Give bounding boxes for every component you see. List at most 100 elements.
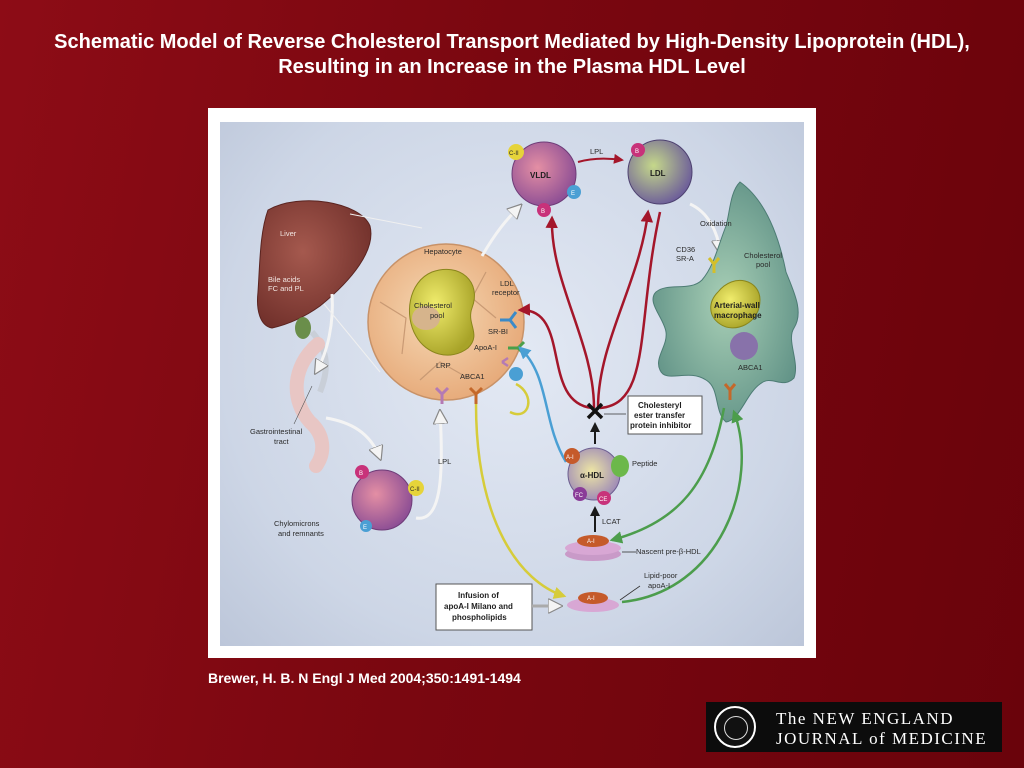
label-cetp-2: ester transfer bbox=[634, 411, 685, 420]
figure-frame: Liver Bile acids FC and PL Hepatocyte Ch… bbox=[208, 108, 816, 658]
label-chylo-1: Chylomicrons bbox=[274, 519, 320, 528]
arrow-red-to-vldl bbox=[545, 215, 596, 409]
diagram-svg: Liver Bile acids FC and PL Hepatocyte Ch… bbox=[250, 139, 799, 631]
vldl-apob-icon bbox=[537, 203, 551, 217]
label-hepatocyte: Hepatocyte bbox=[424, 247, 462, 256]
label-lcat: LCAT bbox=[602, 517, 621, 526]
journal-seal-icon bbox=[714, 706, 756, 748]
label-hep-pool-2: pool bbox=[430, 311, 445, 320]
journal-logo: The NEW ENGLAND JOURNAL of MEDICINE bbox=[706, 702, 1002, 752]
infusion-box bbox=[435, 583, 533, 631]
hdl-ai-icon bbox=[564, 448, 580, 464]
label-infusion-1: Infusion of bbox=[458, 591, 499, 600]
chylo-apoe-icon bbox=[360, 520, 372, 532]
journal-logo-text: The NEW ENGLAND JOURNAL of MEDICINE bbox=[776, 709, 987, 749]
label-abca1-hep: ABCA1 bbox=[460, 372, 485, 381]
label-ldl: LDL bbox=[650, 169, 666, 178]
hdl-peptide-icon bbox=[611, 455, 629, 477]
vldl-apocii-icon bbox=[508, 144, 524, 160]
label-ldl-receptor-2: receptor bbox=[492, 288, 520, 297]
title-line-1: Schematic Model of Reverse Cholesterol T… bbox=[54, 31, 970, 53]
lipidpoor-leader bbox=[619, 585, 641, 601]
chylo-apoe-label: E bbox=[363, 525, 367, 531]
label-bile-2: FC and PL bbox=[268, 284, 304, 293]
label-vldl: VLDL bbox=[530, 171, 551, 180]
chylo-apob-label: B bbox=[359, 471, 363, 477]
hdl-ce-icon bbox=[597, 491, 611, 505]
hdl-fc-icon bbox=[573, 487, 587, 501]
apoai-receptor-icon bbox=[501, 356, 509, 368]
label-gi-1: Gastrointestinal bbox=[250, 427, 302, 436]
label-srbi: SR-BI bbox=[488, 327, 508, 336]
label-infusion-2: apoA-I Milano and bbox=[444, 602, 513, 611]
arrow-chylo-to-lrp bbox=[415, 412, 441, 520]
ldl-apob-icon bbox=[631, 143, 645, 157]
label-macrophage-1: Arterial-wall bbox=[714, 301, 760, 310]
cetp-block-x-icon bbox=[586, 402, 604, 420]
vldl-apoe-icon bbox=[567, 185, 581, 199]
gi-tract bbox=[289, 337, 330, 473]
lipidpoor-disc bbox=[567, 598, 619, 612]
ldl-receptor-icon bbox=[500, 311, 518, 329]
chylomicron-particle bbox=[351, 469, 413, 531]
arrow-yellow-to-lipidpoor bbox=[474, 403, 567, 599]
arrow-bile-to-gi bbox=[316, 293, 334, 372]
liver-shape bbox=[257, 200, 372, 329]
label-lpl-left: LPL bbox=[438, 457, 451, 466]
cd36-receptor-icon bbox=[707, 257, 721, 273]
arrow-hep-to-vldl bbox=[480, 206, 520, 257]
gi-leader bbox=[293, 385, 313, 425]
label-peptide: Peptide bbox=[632, 459, 657, 468]
ldl-apob-label: B bbox=[635, 149, 639, 155]
arrow-gi-to-chylo bbox=[325, 416, 380, 458]
label-gi-2: tract bbox=[274, 437, 290, 446]
macrophage-nucleus bbox=[730, 332, 758, 360]
label-nascent: Nascent pre-β-HDL bbox=[636, 547, 701, 556]
citation: Brewer, H. B. N Engl J Med 2004;350:1491… bbox=[208, 670, 521, 686]
label-lipidpoor-2: apoA-I bbox=[648, 581, 670, 590]
arrow-green-to-hdl bbox=[609, 407, 726, 544]
arrow-green-to-abca1 bbox=[621, 409, 744, 604]
arrow-yellow-loop bbox=[509, 382, 530, 416]
label-cetp-1: Cholesteryl bbox=[638, 401, 682, 410]
chylo-apob-icon bbox=[355, 465, 369, 479]
label-infusion-3: phospholipids bbox=[452, 613, 507, 622]
title-line-2: Resulting in an Increase in the Plasma H… bbox=[278, 56, 746, 78]
logo-line-1: The NEW ENGLAND bbox=[776, 709, 954, 728]
hepatocyte-nucleus bbox=[412, 306, 440, 330]
abca1-hepatocyte-icon bbox=[468, 386, 484, 404]
hdl-fc-label: FC bbox=[575, 493, 584, 499]
label-macrophage-2: macrophage bbox=[714, 311, 762, 320]
slide-title: Schematic Model of Reverse Cholesterol T… bbox=[0, 30, 1024, 80]
diagram-panel: Liver Bile acids FC and PL Hepatocyte Ch… bbox=[220, 122, 804, 646]
hepatocyte-cholesterol-pool bbox=[409, 268, 475, 356]
arrow-red-to-ldl-2 bbox=[599, 211, 662, 410]
lipidpoor-ai-label: A-I bbox=[587, 596, 595, 602]
label-oxidation: Oxidation bbox=[700, 219, 732, 228]
logo-line-2: JOURNAL of MEDICINE bbox=[776, 729, 988, 748]
vldl-apoe-label: E bbox=[571, 191, 575, 197]
label-hep-pool-1: Cholesterol bbox=[414, 301, 452, 310]
ldl-particle bbox=[627, 139, 693, 205]
label-lrp: LRP bbox=[436, 361, 451, 370]
nascent-hdl-ai-icon bbox=[577, 535, 609, 547]
chylo-apocii-icon bbox=[408, 480, 424, 496]
chylo-apocii-label: C-II bbox=[410, 487, 420, 493]
label-liver: Liver bbox=[280, 229, 297, 238]
vldl-apocii-label: C-II bbox=[509, 151, 519, 157]
zoom-line-top bbox=[349, 213, 423, 229]
arrow-vldl-to-ldl bbox=[577, 153, 624, 164]
label-bile-1: Bile acids bbox=[268, 275, 300, 284]
lrp-receptor-icon bbox=[434, 386, 450, 404]
abca1-macrophage-icon bbox=[723, 383, 737, 400]
label-lipidpoor-1: Lipid-poor bbox=[644, 571, 678, 580]
label-mac-pool-1: Cholesterol bbox=[744, 251, 782, 260]
macrophage-cholesterol-pool bbox=[710, 280, 761, 329]
label-cetp-3: protein inhibitor bbox=[630, 421, 691, 430]
label-cd36: CD36 bbox=[676, 245, 695, 254]
label-chylo-2: and remnants bbox=[278, 529, 324, 538]
lipidpoor-ai-icon bbox=[578, 592, 608, 604]
label-alpha-hdl: α-HDL bbox=[580, 471, 604, 480]
hdl-ce-label: CE bbox=[599, 497, 607, 503]
